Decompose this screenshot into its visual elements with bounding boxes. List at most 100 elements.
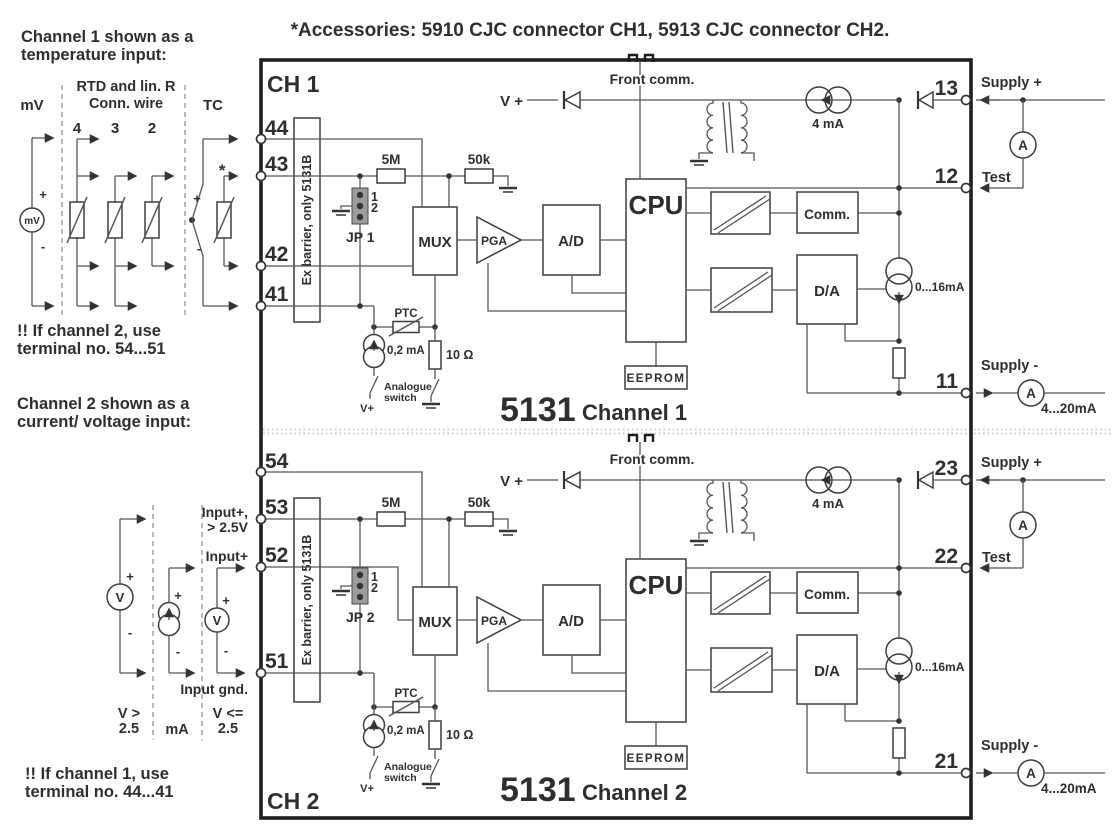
terminal-53-label: 53 <box>265 496 288 519</box>
terminal-test <box>960 182 972 194</box>
jumper-pin1-label: 1 <box>371 190 378 204</box>
analogue-switch-label-2: switch <box>384 392 417 404</box>
terminal-54-label: 54 <box>265 450 289 473</box>
input-plus-label: Input+ <box>206 548 248 564</box>
supply-current-label: 4 mA <box>812 116 844 131</box>
eeprom-box <box>624 365 688 390</box>
voltmeter-source-icon <box>204 607 230 633</box>
sense-resistor-icon <box>428 340 442 370</box>
analogue-switch-icon <box>430 378 440 402</box>
supply-current-source-icon <box>805 86 852 114</box>
terminal-42-label: 42 <box>265 243 288 266</box>
jumper-ground-icon <box>330 209 352 217</box>
terminal-51 <box>255 667 267 679</box>
ch1-shown-note-1: Channel 1 shown as a <box>21 28 194 46</box>
voltage-lo-column: V + - <box>204 563 246 678</box>
analogue-switch-icon <box>369 375 379 399</box>
terminal-22-label: 22 <box>935 545 958 568</box>
voltage-hi-column: V + - <box>106 514 147 678</box>
ammeter-label: A <box>1026 386 1036 401</box>
input-resistor-icon <box>376 511 406 527</box>
sense-resistor-label: 10 Ω <box>446 348 473 362</box>
tc-input-column: * + - <box>189 134 239 311</box>
terminal-41-label: 41 <box>265 283 289 306</box>
ch2-input-type-section: Input+, > 2.5V Input+ Input gnd. V + - +… <box>25 504 249 801</box>
signal-chain-wires <box>434 239 626 327</box>
terminal-52 <box>255 561 267 573</box>
v-le-label-2: 2.5 <box>218 721 238 737</box>
terminal-52-label: 52 <box>265 544 288 567</box>
terminal-42 <box>255 260 267 272</box>
isolation-transformer-icon <box>688 100 755 167</box>
current-input-column: + - <box>157 563 196 678</box>
rtd-sensor-icon <box>141 196 163 244</box>
jumper-block: 1 2 <box>330 187 378 225</box>
plus-sign: + <box>174 588 182 603</box>
output-side-wires <box>686 100 961 394</box>
input-resistor-label: 5M <box>382 495 401 510</box>
diode-icon <box>563 90 581 110</box>
analogue-switch-label-1: Analogue <box>384 381 432 393</box>
voltmeter-label: V <box>116 590 125 605</box>
ptc-label: PTC <box>395 308 418 320</box>
jumper-pin2-label: 2 <box>371 201 378 215</box>
minus-sign: - <box>176 644 180 659</box>
rtd-3wire-label: 3 <box>111 120 119 137</box>
terminal-54 <box>255 466 267 478</box>
output-resistor-icon <box>892 347 906 379</box>
plus-sign: + <box>126 569 134 584</box>
ch1-input-type-section: Channel 1 shown as a temperature input: … <box>17 28 239 431</box>
rtd-2wire-label: 2 <box>148 120 156 137</box>
accessories-title: *Accessories: 5910 CJC connector CH1, 59… <box>291 20 890 41</box>
channel2-name: CH 2 <box>267 788 319 814</box>
rtd-4wire-label: 4 <box>73 120 82 137</box>
cpu-label: CPU <box>629 190 684 220</box>
filter-ground-icon <box>497 186 519 194</box>
vplus-rail-label: V + <box>500 93 523 110</box>
rtd-header-1: RTD and lin. R <box>76 79 176 95</box>
terminal-supply-minus <box>960 387 972 399</box>
terminal-21-label: 21 <box>935 750 959 773</box>
rtd-3wire-column <box>104 171 138 311</box>
mux-label: MUX <box>418 234 451 251</box>
v-le-label-1: V <= <box>213 706 244 722</box>
channel1-name: CH 1 <box>267 71 320 97</box>
terminal-23-label: 23 <box>935 457 958 480</box>
input-resistor-icon <box>376 168 406 184</box>
galvanic-isolation-icons <box>710 191 773 313</box>
channel2-caption: Channel 2 <box>582 780 687 805</box>
minus-sign: - <box>224 643 228 658</box>
supply-plus-label: Supply + <box>981 75 1042 91</box>
pga-label: PGA <box>481 234 507 248</box>
terminal-44-label: 44 <box>265 117 289 140</box>
output-current-source-icon <box>885 257 913 305</box>
bias-current-label: 0,2 mA <box>387 345 425 357</box>
terminal-41 <box>255 300 267 312</box>
test-label: Test <box>982 170 1011 186</box>
rtd-2wire-column <box>141 171 175 271</box>
transformer-ground-icon <box>688 159 710 167</box>
ch1-terminal-warning-2: terminal no. 44...41 <box>25 783 174 801</box>
filter-resistor-icon <box>464 511 494 527</box>
vplus-small-label: V+ <box>360 403 374 415</box>
filter-resistor-label: 50k <box>468 152 491 167</box>
terminal-11-label: 11 <box>936 370 959 393</box>
channel1-caption: Channel 1 <box>582 400 687 425</box>
terminal-13-label: 13 <box>935 77 958 100</box>
plus-sign: + <box>39 187 47 202</box>
filter-resistor-label: 50k <box>468 495 491 510</box>
plus-sign: + <box>222 593 230 608</box>
ex-barrier-label: Ex barrier, only 5131B <box>300 155 314 286</box>
channel2-input-wires <box>261 471 509 707</box>
ex-barrier-box <box>293 117 321 323</box>
input-resistor-label: 5M <box>382 152 401 167</box>
ch2-terminal-warning-1: !! If channel 2, use <box>17 322 161 340</box>
ch1-shown-note-2: temperature input: <box>21 46 167 64</box>
cjc-star: * <box>219 161 226 180</box>
mux-box <box>412 206 458 276</box>
terminal-12-label: 12 <box>935 165 958 188</box>
channel1-specific: CH 1 5M 50k JP 1 44 43 42 41 13 12 11 Ch… <box>255 71 960 425</box>
terminal-51-label: 51 <box>265 650 289 673</box>
ad-label: A/D <box>558 233 584 250</box>
